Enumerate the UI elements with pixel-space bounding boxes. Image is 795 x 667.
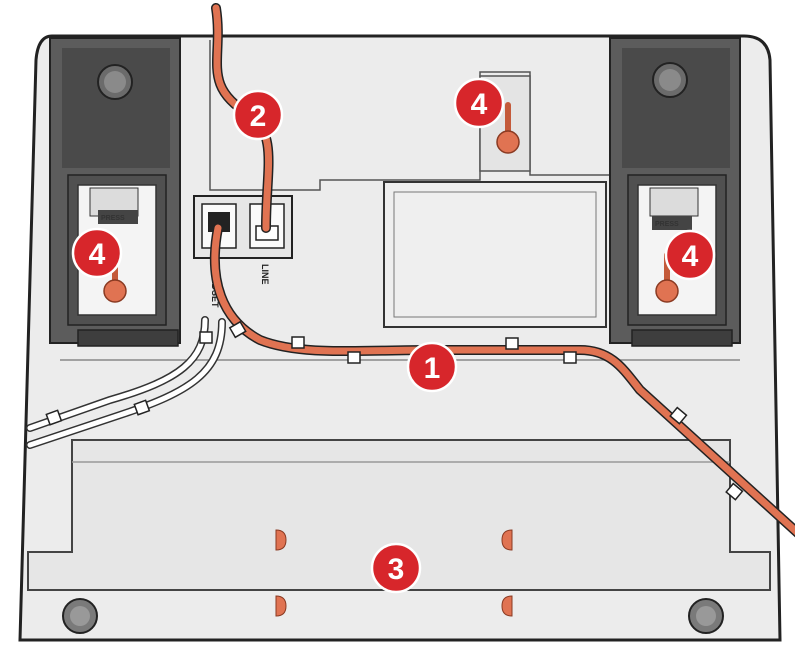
mount-slot [275, 529, 287, 551]
alt-cable-route-2 [27, 319, 225, 448]
right-keyhole-head [655, 279, 679, 303]
cable-guide-tab [347, 351, 361, 364]
callout-4b-label: 4 [471, 88, 488, 121]
left-clip-assembly: PRESS [49, 37, 181, 347]
line-port-label: LINE [260, 264, 270, 285]
mount-slot [275, 595, 287, 617]
stand-mount-slots [275, 529, 513, 617]
top-mount-keyhole-head [496, 130, 520, 154]
callout-3: 3 [370, 542, 422, 594]
callout-4b: 4 [453, 77, 505, 129]
label-panel [383, 181, 607, 328]
cable-guide-tab [291, 336, 305, 349]
cable-guide-tab [669, 406, 688, 425]
rubber-foot-right-inner [696, 606, 716, 626]
mount-slot [501, 595, 513, 617]
callout-4c-label: 4 [682, 240, 699, 273]
callout-1-label: 1 [424, 352, 441, 385]
rubber-foot-left-inner [70, 606, 90, 626]
right-clip-assembly: PRESS [609, 37, 741, 347]
label-panel-inner [393, 191, 597, 318]
callout-1: 1 [406, 341, 458, 393]
handset-cable [211, 224, 795, 536]
cable-guide-tab [45, 409, 63, 426]
callout-3-label: 3 [388, 553, 405, 586]
callout-2-label: 2 [250, 100, 267, 133]
callout-4c: 4 [664, 229, 716, 281]
callout-4a-label: 4 [89, 238, 106, 271]
left-clip-press-label: PRESS [101, 215, 125, 222]
cable-guide-tabs [45, 320, 744, 501]
right-clip-press-label: PRESS [655, 221, 679, 228]
callout-2: 2 [232, 89, 284, 141]
cable-guide-tab [133, 399, 151, 416]
cable-guide-tab [199, 331, 213, 344]
mount-slot [501, 529, 513, 551]
cable-guide-tab [505, 337, 519, 350]
callout-4a: 4 [71, 227, 123, 279]
cable-guide-tab [725, 482, 744, 501]
cable-guide-tab [563, 351, 577, 364]
left-keyhole-head [103, 279, 127, 303]
cable-guide-tab [228, 320, 247, 339]
